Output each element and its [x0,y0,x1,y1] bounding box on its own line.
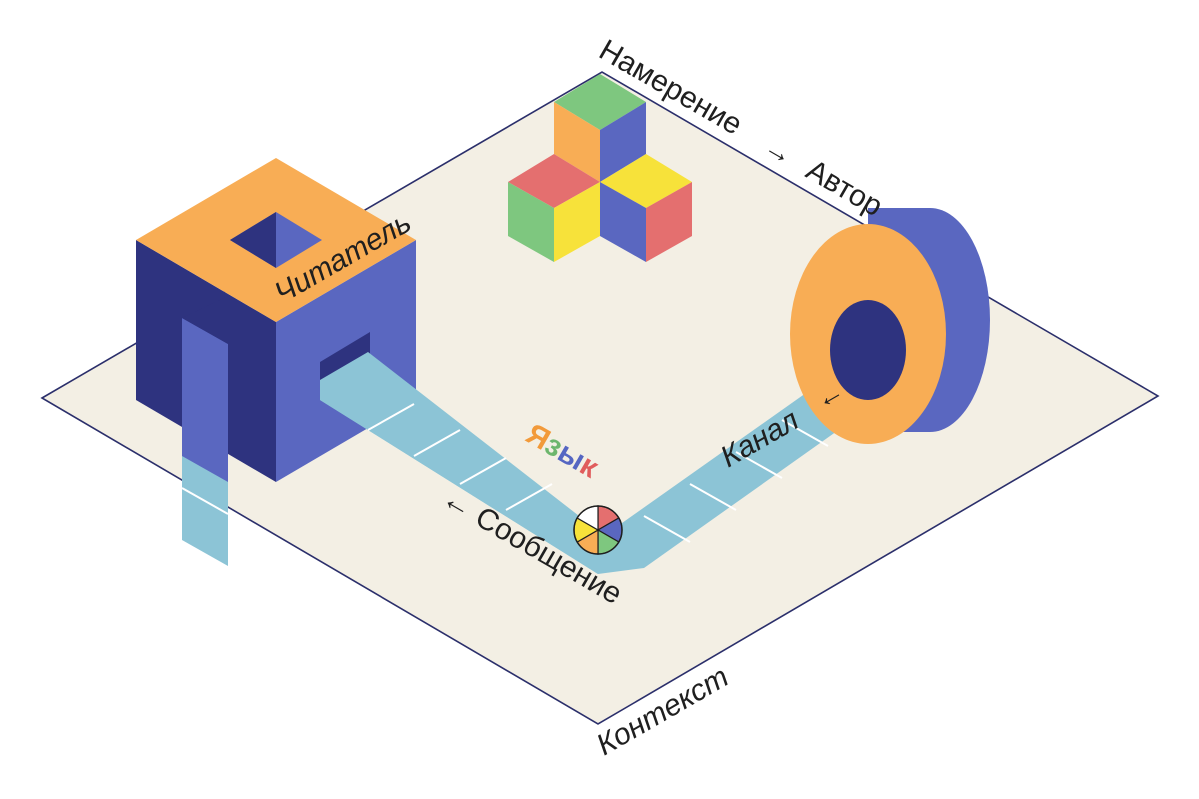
channel-tape [598,376,878,574]
cube-cluster-icon [508,74,692,262]
color-wheel-icon [573,505,623,555]
intent-author-arrow: → [759,130,799,171]
message-tape [320,352,610,574]
hollow-cube-icon [136,158,416,482]
ring-icon [790,208,990,444]
wheel-outline [573,505,623,555]
